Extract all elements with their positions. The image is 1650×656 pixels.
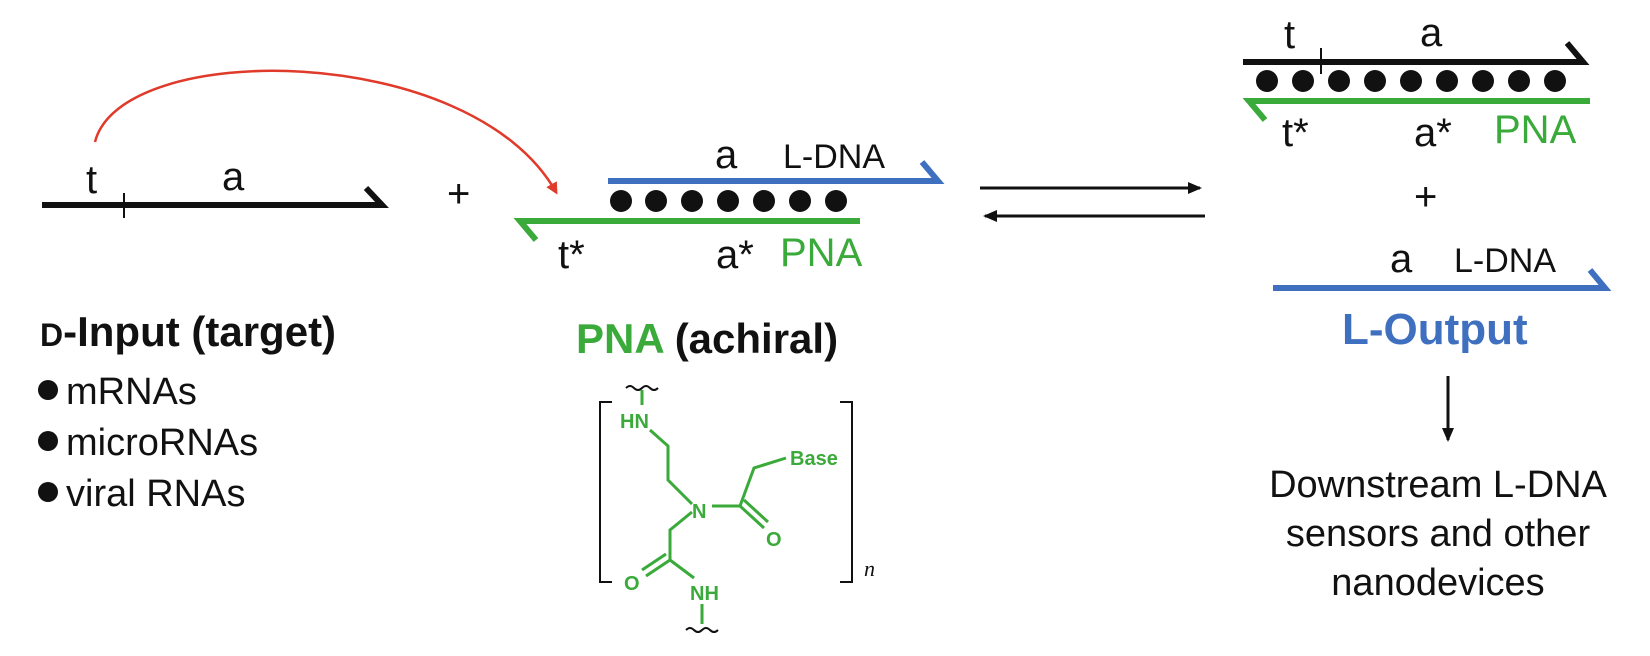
product-domain-label: a xyxy=(1420,11,1443,55)
ldna-strand-line xyxy=(608,160,945,184)
plus-sign-right: + xyxy=(1414,175,1437,219)
list-item: microRNAs xyxy=(66,422,258,464)
bond xyxy=(645,558,671,578)
base-pair-dot xyxy=(1364,70,1386,92)
pna-domain-label: a* xyxy=(716,233,754,277)
repeat-subscript: n xyxy=(864,556,875,581)
input-title: D-Input (target) xyxy=(40,308,336,355)
product-dna-strand-line xyxy=(1243,41,1590,65)
base-pair-dot xyxy=(681,190,703,212)
wavy-bond-top xyxy=(625,385,659,391)
atom-hn: HN xyxy=(620,411,649,433)
base-pair-dot xyxy=(1328,70,1350,92)
ldna-strand-label: L-DNA xyxy=(783,138,885,176)
input-title-prefix: D xyxy=(40,317,63,353)
output-title: L-Output xyxy=(1342,305,1528,354)
output-strand: a L-DNA xyxy=(1273,237,1612,291)
base-pair-dot xyxy=(1508,70,1530,92)
bond xyxy=(738,504,766,530)
downstream-line: nanodevices xyxy=(1331,562,1544,604)
base-pair-dot xyxy=(1472,70,1494,92)
bond xyxy=(668,510,693,560)
base-pair-dot xyxy=(610,190,632,212)
right-bracket xyxy=(840,401,853,583)
base-pair-dot xyxy=(1400,70,1422,92)
left-bracket xyxy=(599,401,612,583)
base-pair-dot xyxy=(1436,70,1458,92)
atom-o-right: O xyxy=(766,529,782,551)
pna-title-green: PNA xyxy=(576,315,665,362)
atom-nh: NH xyxy=(690,583,719,605)
pna-title: PNA(achiral) xyxy=(576,315,838,362)
output-strand-label: L-DNA xyxy=(1454,242,1556,280)
input-strand-line xyxy=(42,185,389,208)
atom-o-left: O xyxy=(624,573,640,595)
bond xyxy=(742,498,770,524)
bond xyxy=(712,456,787,508)
wavy-bond-bottom xyxy=(685,627,719,633)
base-pair-dot xyxy=(645,190,667,212)
base-pair-dot xyxy=(1544,70,1566,92)
base-pair-dot xyxy=(753,190,775,212)
input-toehold-label: t xyxy=(86,158,97,202)
list-item: mRNAs xyxy=(66,371,197,413)
plus-sign-left: + xyxy=(447,172,470,216)
pna-title-rest: (achiral) xyxy=(675,315,838,362)
downstream-line: sensors and other xyxy=(1286,513,1591,555)
base-pair-dot xyxy=(1256,70,1278,92)
base-pair-dot xyxy=(825,190,847,212)
product-pna-toehold-label: t* xyxy=(1282,111,1309,155)
bullet-icon xyxy=(38,482,58,502)
bond xyxy=(641,552,667,572)
bullet-icon xyxy=(38,431,58,451)
output-domain-label: a xyxy=(1390,237,1413,281)
product-complex: t a t* a* PNA xyxy=(1242,11,1590,155)
binding-arrow xyxy=(93,69,558,195)
product-pna-strand-label: PNA xyxy=(1494,108,1577,152)
base-pair-dot xyxy=(789,190,811,212)
downstream-text: Downstream L-DNA sensors and other nanod… xyxy=(1269,464,1608,604)
input-domain-label: a xyxy=(222,155,245,199)
bond xyxy=(649,428,694,506)
atom-n: N xyxy=(692,501,706,523)
input-title-rest: -Input (target) xyxy=(63,308,336,355)
input-strand: t a xyxy=(42,155,389,218)
atom-base: Base xyxy=(790,448,838,470)
output-ldna-strand-line xyxy=(1273,268,1612,291)
pna-ldna-complex: a L-DNA t* a* PNA xyxy=(513,133,945,277)
base-pairs xyxy=(610,190,847,212)
pna-chemical-structure: HN N Base O O NH n xyxy=(599,385,875,633)
product-toehold-label: t xyxy=(1284,13,1295,57)
bond xyxy=(669,558,695,580)
input-target-list: mRNAs microRNAs viral RNAs xyxy=(38,371,258,515)
product-pna-strand-line xyxy=(1242,98,1590,122)
base-pair-dot xyxy=(1292,70,1314,92)
pna-toehold-label: t* xyxy=(558,233,585,277)
downstream-line: Downstream L-DNA xyxy=(1269,464,1608,506)
ldna-domain-label: a xyxy=(715,133,738,177)
pna-strand-label: PNA xyxy=(780,231,863,275)
base-pair-dot xyxy=(717,190,739,212)
bullet-icon xyxy=(38,380,58,400)
list-item: viral RNAs xyxy=(66,473,245,515)
pna-strand-line xyxy=(513,218,860,242)
product-pna-domain-label: a* xyxy=(1414,111,1452,155)
product-base-pairs xyxy=(1256,70,1566,92)
